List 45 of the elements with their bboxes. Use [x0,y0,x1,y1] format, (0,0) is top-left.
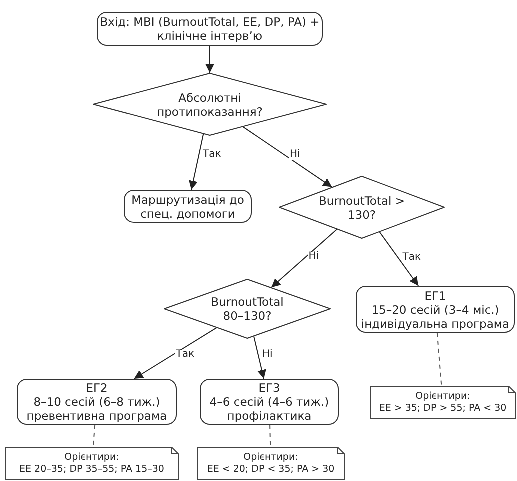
process-box [200,379,339,425]
arrow [271,229,338,288]
node-text: 4–6 сесій (4–6 тиж.) [210,395,330,409]
node-text: EE > 35; DP > 55; PA < 30 [379,402,507,414]
arrow [189,134,204,190]
arrow [206,46,214,74]
arrow [379,232,420,286]
note-card [370,386,516,419]
node-text: BurnoutTotal > 130? [318,194,406,222]
note-card [5,447,179,480]
node-text: ЕГ3 [258,381,280,395]
node-text: Вхід: MBI (BurnoutTotal, EE, DP, PA) + клінічне інтерв’ю [99,15,321,43]
node-text: ЕГ1 [424,288,446,302]
edge-label: Ні [289,150,302,160]
arrow [254,336,266,380]
node-text: EE 20–35; DP 35–55; PA 15–30 [20,464,164,476]
node-text: 15–20 сесій (3–4 міс.) [372,302,500,316]
edge-label: Так [402,252,422,262]
dashed-connector [92,424,96,448]
node-text: EE < 20; DP < 35; PA > 30 [207,464,335,476]
edge-label: Так [202,150,222,160]
process-box [356,286,515,333]
node-text: Абсолютні протипоказання? [156,90,264,118]
node-text: 8–10 сесій (6–8 тиж.) [34,395,160,409]
note-heading: Орієнтири: [416,390,470,402]
decision-diamond [93,73,327,136]
node-text: превентивна програма [26,409,168,423]
node-text: ЕГ2 [86,381,108,395]
note-heading: Орієнтири: [64,452,120,464]
note-card [197,447,345,480]
process-box [124,190,252,223]
process-box [17,379,177,425]
dashed-connector [436,332,442,386]
decision-diamond [279,176,445,239]
node-text: індивідуальна програма [361,316,510,330]
edge-label: Ні [262,350,274,360]
node-text: Маршрутизація до спец. допомоги [130,192,246,220]
decision-diamond [164,279,331,339]
dashed-connector [270,424,272,448]
note-heading: Орієнтири: [244,452,298,464]
arrow [242,126,333,188]
node-text: BurnoutTotal 80–130? [210,295,285,323]
edge-label: Так [175,350,196,360]
arrow [134,327,218,380]
node-text: профілактика [227,409,312,423]
